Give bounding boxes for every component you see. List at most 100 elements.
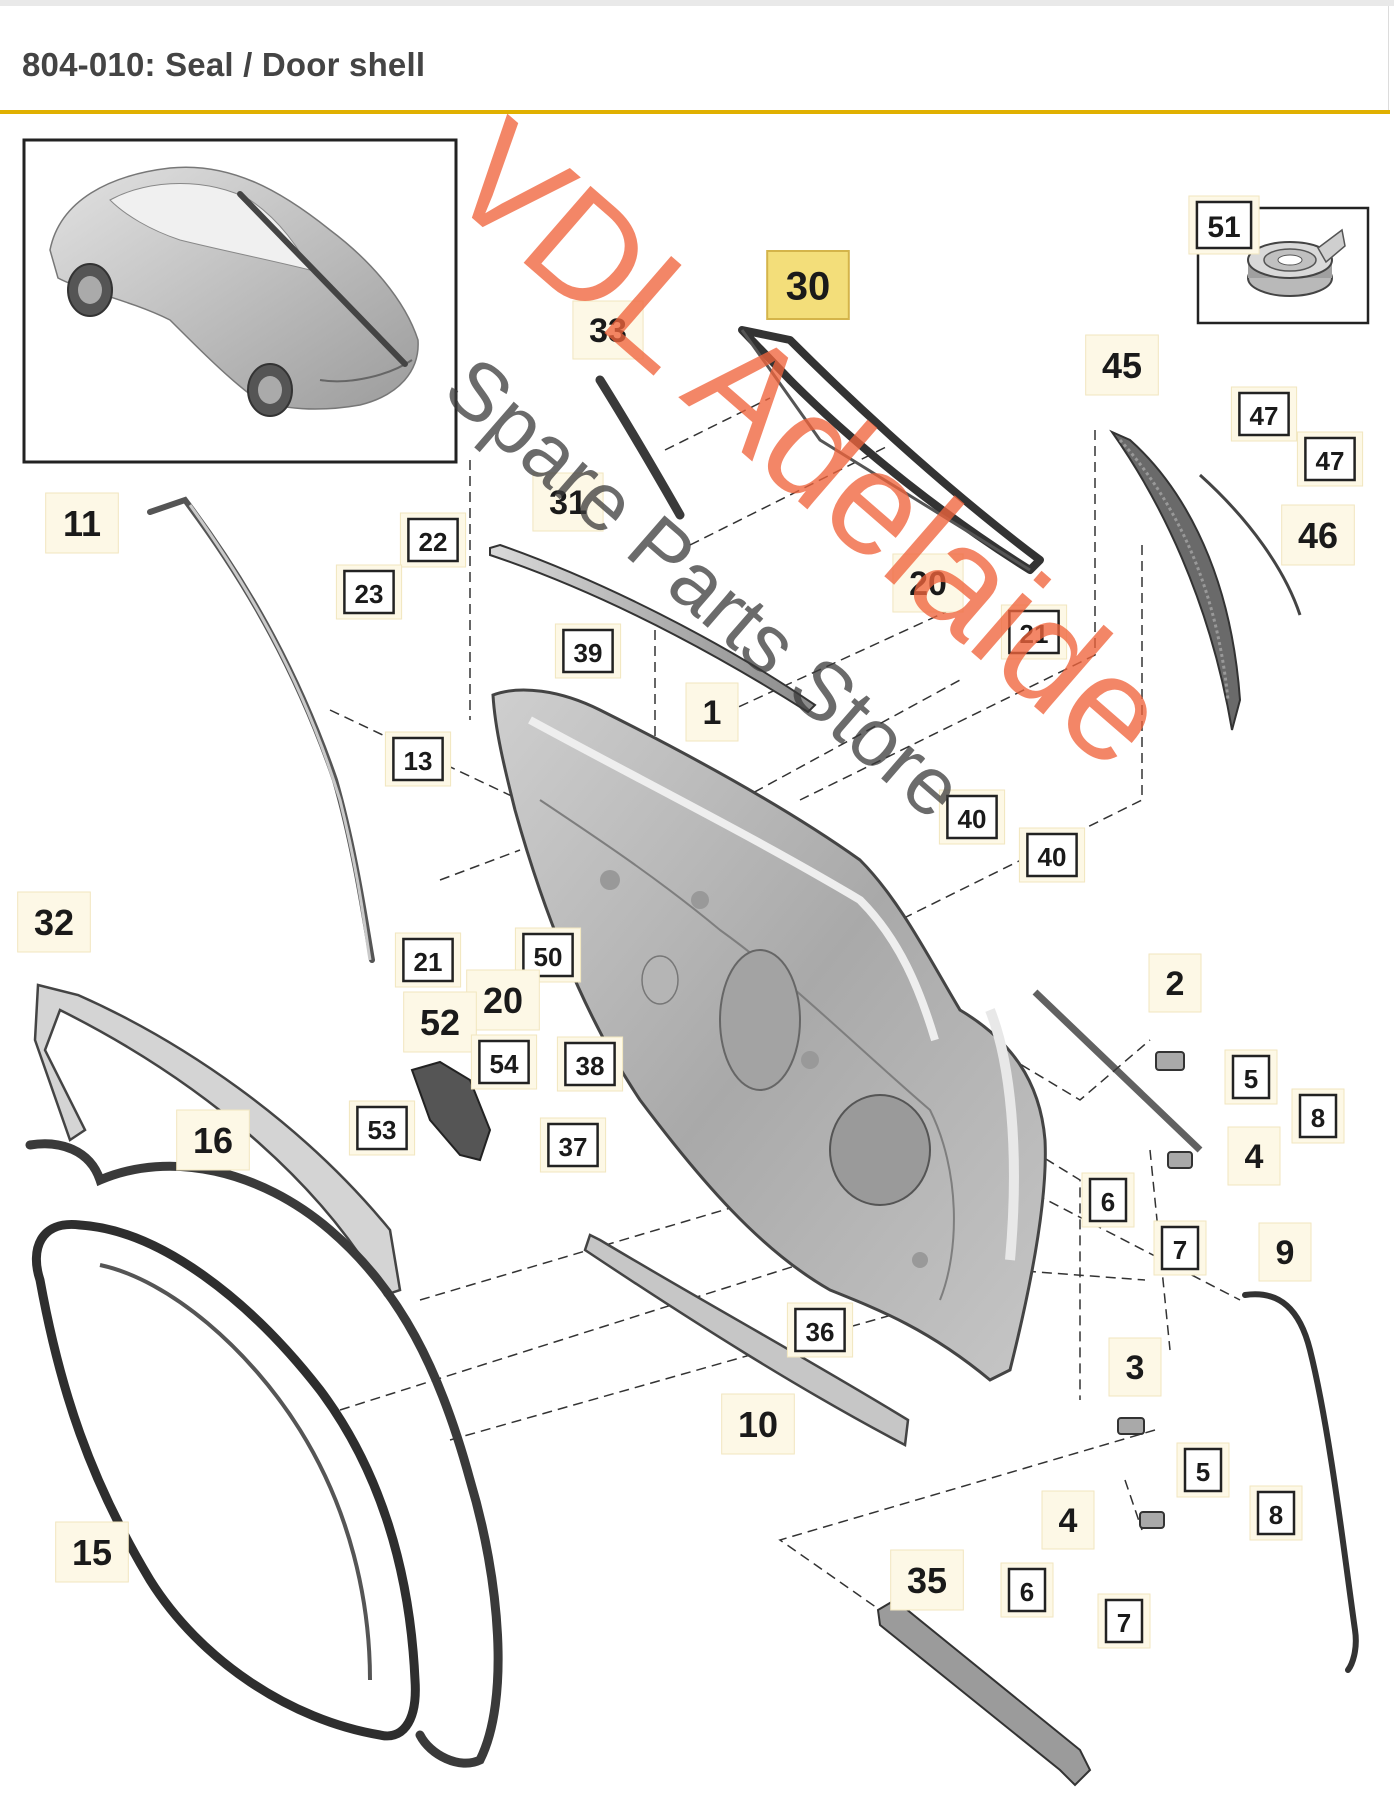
- part-callout-37[interactable]: 37: [559, 1132, 588, 1162]
- part-51-tape-roll: [1196, 206, 1370, 325]
- callout-box-6: [1007, 1567, 1047, 1613]
- callout-bg-4: [1041, 1490, 1095, 1550]
- callout-box-40: [1026, 832, 1078, 878]
- callout-bg-20: [466, 969, 540, 1031]
- part-callout-47[interactable]: 47: [1316, 446, 1345, 476]
- part-callout-20[interactable]: 20: [909, 565, 947, 603]
- part-callout-50[interactable]: 50: [534, 942, 563, 972]
- part-callout-47[interactable]: 47: [1250, 401, 1279, 431]
- callout-box-21: [1008, 609, 1060, 655]
- part-callout-51[interactable]: 51: [1207, 211, 1240, 244]
- callout-bg-11: [45, 492, 119, 554]
- page-header: 804-010: Seal / Door shell: [0, 6, 1389, 112]
- callout-box-8: [1298, 1093, 1338, 1139]
- part-callout-35[interactable]: 35: [907, 1560, 947, 1601]
- part-callout-13[interactable]: 13: [404, 746, 433, 776]
- part-10-lower-strip: [583, 1233, 910, 1447]
- callout-box-40: [946, 794, 998, 840]
- callout-bg-10: [721, 1393, 795, 1455]
- part-callout-30[interactable]: 30: [786, 264, 831, 308]
- part-callout-16[interactable]: 16: [193, 1120, 233, 1161]
- callout-box-5: [1183, 1447, 1223, 1493]
- part-callout-3[interactable]: 3: [1126, 1349, 1145, 1387]
- part-callout-15[interactable]: 15: [72, 1532, 112, 1573]
- part-46-trim: [1198, 473, 1302, 616]
- part-callout-52[interactable]: 52: [420, 1002, 460, 1043]
- callout-bg-45: [1085, 334, 1159, 396]
- part-16-door-seal: [25, 1139, 503, 1768]
- part-callout-21[interactable]: 21: [1020, 619, 1049, 649]
- part-callout-10[interactable]: 10: [738, 1404, 778, 1445]
- callout-bg-52: [403, 991, 477, 1053]
- part-callout-6[interactable]: 6: [1101, 1187, 1115, 1217]
- callout-box-8: [1256, 1490, 1296, 1536]
- callout-bg-4: [1227, 1126, 1281, 1186]
- callout-bg-46: [1281, 504, 1355, 566]
- part-callout-32[interactable]: 32: [34, 902, 74, 943]
- callout-bg-1: [685, 682, 739, 742]
- part-callout-46[interactable]: 46: [1298, 515, 1338, 556]
- part-callout-1[interactable]: 1: [703, 694, 722, 732]
- part-callout-38[interactable]: 38: [576, 1051, 605, 1081]
- part-callout-40[interactable]: 40: [958, 804, 987, 834]
- part-callout-11[interactable]: 11: [63, 503, 101, 544]
- callout-bg-2: [1148, 953, 1202, 1013]
- part-callout-6[interactable]: 6: [1020, 1577, 1034, 1607]
- part-callout-7[interactable]: 7: [1173, 1235, 1187, 1265]
- vehicle-overview-inset: [22, 138, 458, 464]
- part-callout-36[interactable]: 36: [806, 1317, 835, 1347]
- callout-box-36: [794, 1307, 846, 1353]
- part-callout-4[interactable]: 4: [1059, 1502, 1078, 1540]
- part-callout-2[interactable]: 2: [1166, 965, 1185, 1003]
- part-52-53-bracket: [410, 1060, 492, 1162]
- callout-bg-15: [55, 1521, 129, 1583]
- callout-box-7: [1104, 1598, 1144, 1644]
- part-9-cable: [1242, 1291, 1359, 1673]
- top-strip: [0, 0, 1394, 6]
- part-45-pillar-trim: [1109, 429, 1242, 731]
- part-callout-54[interactable]: 54: [490, 1049, 519, 1079]
- part-callout-20[interactable]: 20: [483, 980, 523, 1021]
- part-callout-39[interactable]: 39: [574, 638, 603, 668]
- callout-box-47: [1304, 436, 1356, 482]
- part-callout-22[interactable]: 22: [419, 527, 448, 557]
- watermark-underline: [1032, 989, 1203, 1153]
- callout-box-39: [562, 628, 614, 674]
- callout-box-6: [1088, 1177, 1128, 1223]
- part-33-strip: [595, 375, 685, 520]
- part-callout-33[interactable]: 33: [589, 312, 627, 350]
- part-callout-5[interactable]: 5: [1244, 1064, 1258, 1094]
- callout-box-21: [402, 937, 454, 983]
- callout-box-47: [1238, 391, 1290, 437]
- callout-box-51: [1195, 200, 1253, 250]
- callout-bg-3: [1108, 1337, 1162, 1397]
- part-callout-5[interactable]: 5: [1196, 1457, 1210, 1487]
- callout-box-7: [1160, 1225, 1200, 1271]
- callout-bg-35: [890, 1549, 964, 1611]
- part-callout-45[interactable]: 45: [1102, 345, 1142, 386]
- callout-box-54: [478, 1039, 530, 1085]
- callout-box-50: [522, 932, 574, 978]
- part-callout-21[interactable]: 21: [414, 947, 443, 977]
- part-callout-9[interactable]: 9: [1276, 1234, 1295, 1272]
- callout-bg-31: [532, 472, 604, 532]
- part-callout-53[interactable]: 53: [368, 1115, 397, 1145]
- part-15-door-seal: [31, 1219, 420, 1741]
- callout-box-38: [564, 1041, 616, 1087]
- part-callout-40[interactable]: 40: [1038, 842, 1067, 872]
- callout-box-5: [1231, 1054, 1271, 1100]
- callout-box-37: [547, 1122, 599, 1168]
- part-callout-8[interactable]: 8: [1311, 1103, 1325, 1133]
- part-callout-7[interactable]: 7: [1117, 1608, 1131, 1638]
- part-callout-23[interactable]: 23: [355, 579, 384, 609]
- part-31-window-strip: [489, 543, 817, 714]
- part-callout-8[interactable]: 8: [1269, 1500, 1283, 1530]
- part-35-door-strut: [876, 1598, 1092, 1787]
- callout-bg-20: [892, 553, 964, 613]
- callout-bg-16: [176, 1109, 250, 1171]
- part-callout-31[interactable]: 31: [549, 484, 587, 522]
- part-callout-4[interactable]: 4: [1245, 1138, 1264, 1176]
- page-title: 804-010: Seal / Door shell: [22, 46, 426, 83]
